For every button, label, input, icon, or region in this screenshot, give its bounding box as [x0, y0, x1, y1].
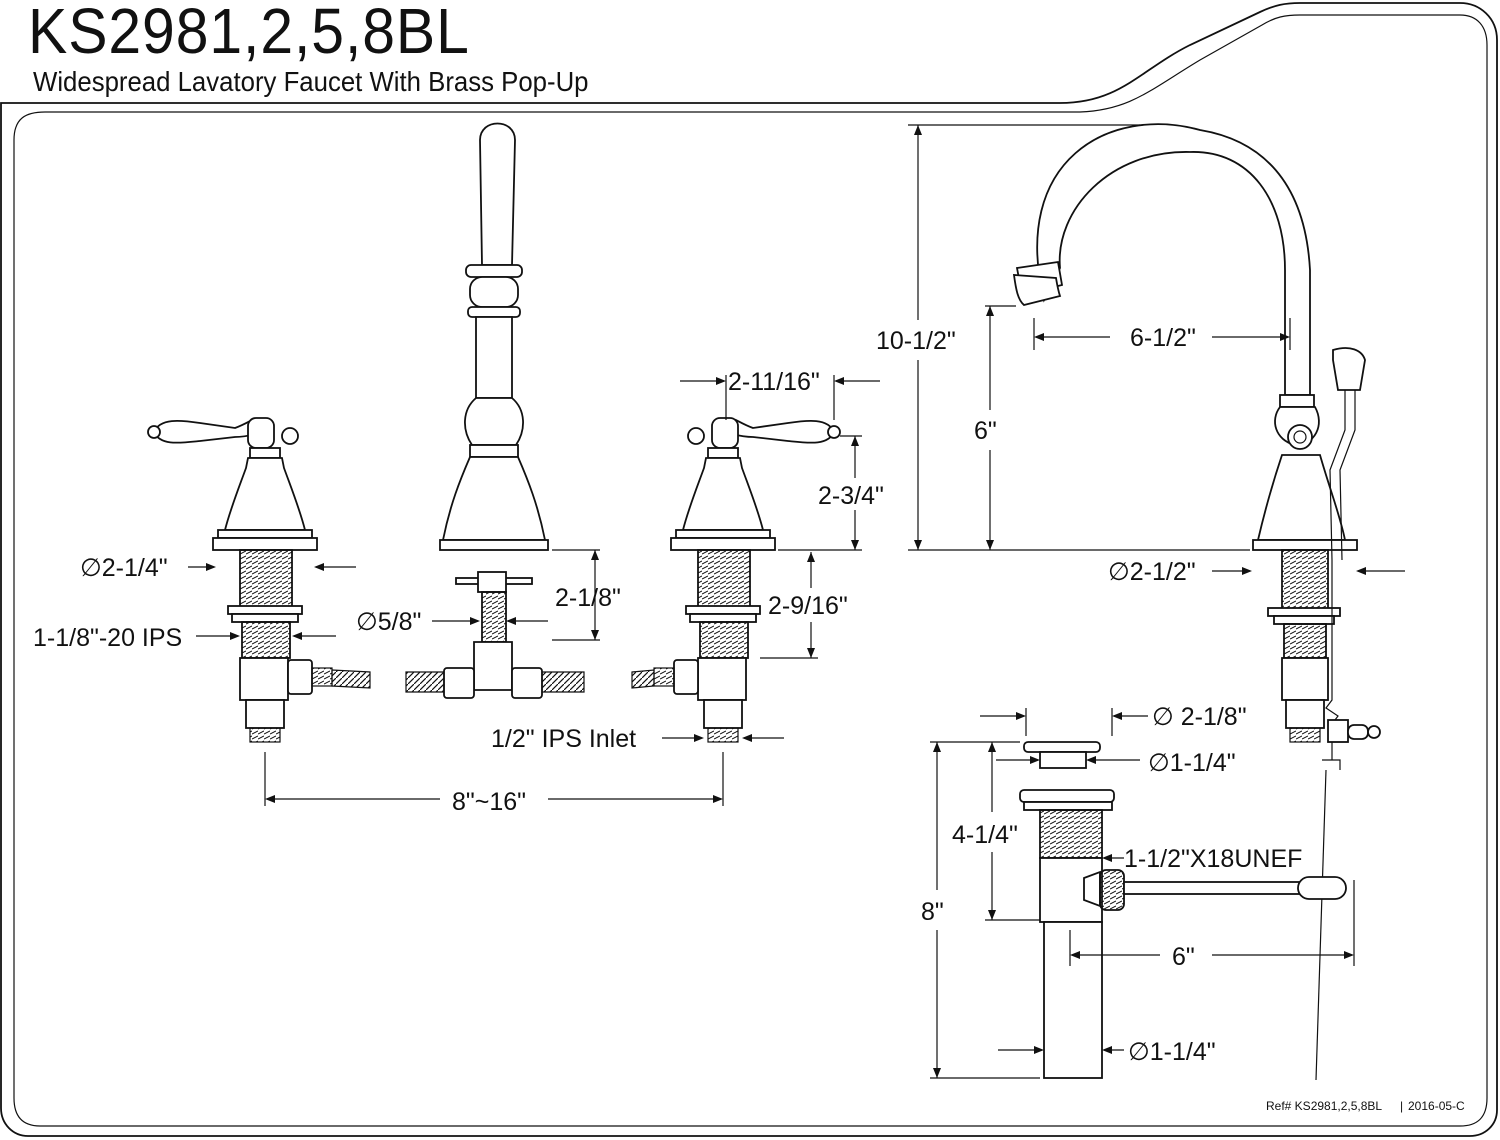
right-handle-valve	[631, 417, 841, 743]
label-tailpiece-dia: ∅1-1/4"	[1128, 1038, 1216, 1066]
side-view-faucet	[1012, 123, 1381, 1081]
label-base-dia: ∅2-1/2"	[1108, 558, 1196, 586]
label-total-height: 10-1/2"	[876, 327, 956, 355]
label-spread: 8"~16"	[452, 788, 526, 816]
label-drain-top-dia: ∅1-1/4"	[1148, 749, 1236, 777]
product-subtitle: Widespread Lavatory Faucet With Brass Po…	[33, 66, 589, 97]
left-handle-valve	[147, 417, 371, 743]
model-number: KS2981,2,5,8BL	[28, 0, 470, 67]
label-handle-shank-len: 2-9/16"	[768, 592, 848, 620]
label-drain-body-len: 4-1/4"	[952, 821, 1018, 849]
dimension-lines	[188, 124, 1405, 1079]
footer-separator: |	[1400, 1099, 1403, 1113]
label-handle-height: 2-3/4"	[818, 482, 884, 510]
center-spout-front	[405, 122, 585, 699]
label-spout-clearance: 6"	[974, 417, 997, 445]
label-handle-width: 2-11/16"	[728, 368, 820, 396]
footer-ref: Ref# KS2981,2,5,8BL	[1266, 1099, 1382, 1113]
label-drain-thread: 1-1/2"X18UNEF	[1124, 845, 1302, 873]
label-spout-reach: 6-1/2"	[1130, 324, 1196, 352]
inner-frame	[13, 14, 1488, 1127]
label-drain-total-len: 8"	[921, 898, 944, 926]
label-handle-thread: 1-1/8"-20 IPS	[33, 624, 182, 652]
label-spout-shank-dia: ∅5/8"	[356, 608, 421, 636]
label-spout-shank-len: 2-1/8"	[555, 584, 621, 612]
label-drain-flange-dia: ∅ 2-1/8"	[1152, 703, 1247, 731]
label-inlet: 1/2" IPS Inlet	[491, 725, 636, 753]
footer-date: 2016-05-C	[1408, 1099, 1465, 1113]
label-pivot-rod-len: 6"	[1172, 943, 1195, 971]
popup-drain-assembly	[1019, 741, 1347, 1079]
label-handle-shank-dia: ∅2-1/4"	[80, 554, 168, 582]
